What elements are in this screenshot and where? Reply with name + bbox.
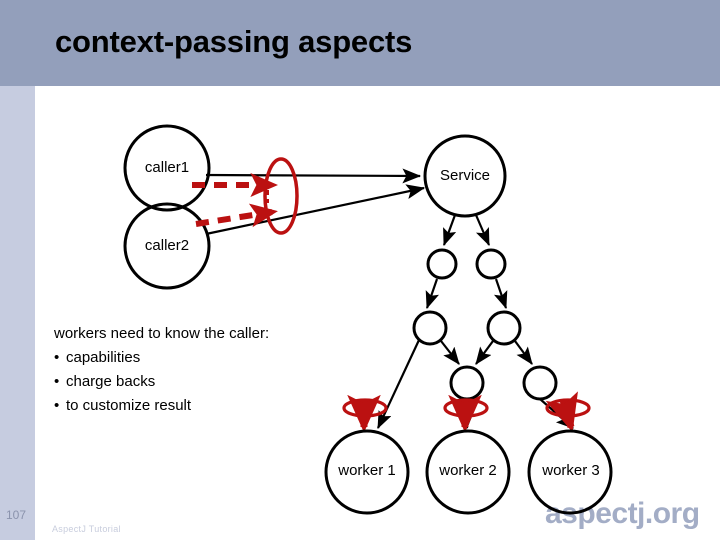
page-number: 107: [6, 508, 27, 522]
left-accent-strip: [0, 86, 35, 540]
list-item: capabilities: [54, 346, 344, 370]
tree-edge-n3-worker1: [377, 339, 420, 429]
node-caller1: [123, 124, 211, 212]
page-title: context-passing aspects: [55, 24, 413, 59]
tree-edge-n1-n3: [425, 278, 440, 310]
context-arrow-caller2: [195, 203, 278, 228]
node-service: [423, 134, 507, 218]
call-arrow-caller1-service: [205, 168, 422, 184]
node-intermediate-2: [475, 248, 507, 280]
tree-edge-n4-n5: [475, 340, 494, 365]
title-band: [0, 0, 720, 86]
node-intermediate-6: [522, 365, 558, 401]
tree-edge-n2-n4: [493, 278, 508, 310]
node-intermediate-4: [486, 310, 522, 346]
node-caller2: [123, 202, 211, 290]
node-worker-3: [527, 429, 613, 515]
tree-edge-n3-n5: [440, 340, 460, 365]
list-item: to customize result: [54, 394, 344, 418]
list-item: charge backs: [54, 370, 344, 394]
body-lead: workers need to know the caller:: [54, 325, 270, 342]
node-intermediate-3: [412, 310, 448, 346]
node-label-worker-2: worker 2: [439, 462, 497, 479]
body-bullet-list: capabilities charge backs to customize r…: [54, 346, 344, 418]
call-arrow-caller2-service: [205, 184, 426, 236]
context-cut-ellipse: [263, 157, 299, 235]
node-label-worker-3: worker 3: [542, 462, 600, 479]
body-text-block: workers need to know the caller: capabil…: [54, 322, 344, 418]
node-intermediate-1: [426, 248, 458, 280]
node-intermediate-5: [449, 365, 485, 401]
context-inject-arrow-worker3: [545, 391, 578, 433]
node-label-caller1: caller1: [144, 159, 190, 176]
tree-edge-service-n2: [474, 214, 491, 247]
node-label-worker-1: worker 1: [338, 462, 396, 479]
tree-edge-n4-n6: [514, 340, 533, 365]
node-label-service: Service: [439, 167, 491, 184]
footer-label: AspectJ Tutorial: [52, 524, 121, 534]
node-label-caller2: caller2: [144, 237, 190, 254]
node-worker-2: [425, 429, 511, 515]
tree-edge-service-n1: [442, 214, 457, 247]
node-worker-1: [324, 429, 410, 515]
